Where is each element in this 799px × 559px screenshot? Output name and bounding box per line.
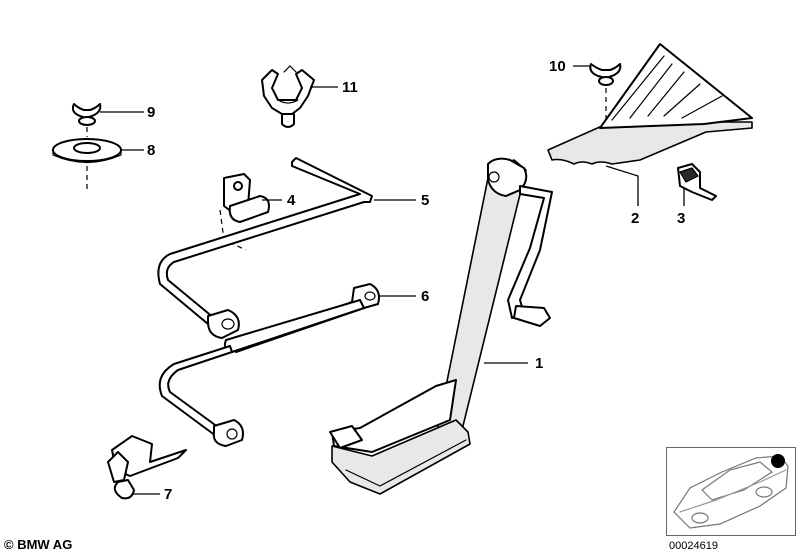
diagram-number: 00024619 bbox=[669, 540, 718, 552]
vehicle-locator-thumbnail bbox=[673, 454, 789, 529]
callout-7: 7 bbox=[132, 486, 172, 503]
callout-label-1: 1 bbox=[535, 355, 543, 372]
callout-5: 5 bbox=[374, 192, 429, 209]
callout-10: 10 bbox=[549, 58, 590, 75]
callout-8: 8 bbox=[121, 142, 155, 159]
callout-label-4: 4 bbox=[287, 192, 296, 209]
callout-label-11: 11 bbox=[342, 79, 358, 96]
callout-11: 11 bbox=[310, 79, 358, 96]
callout-label-8: 8 bbox=[147, 142, 155, 159]
clip-part-11[interactable] bbox=[261, 65, 315, 128]
wing-nut-part-10[interactable] bbox=[589, 63, 622, 86]
callout-3: 3 bbox=[677, 188, 685, 227]
callout-4: 4 bbox=[262, 192, 296, 209]
callout-6: 6 bbox=[380, 288, 429, 305]
callout-9: 9 bbox=[100, 104, 155, 121]
copyright-text: © BMW AG bbox=[4, 537, 73, 552]
jack-bracket-part-2[interactable] bbox=[547, 43, 753, 165]
vehicle-locator-frame bbox=[666, 447, 796, 536]
washer-part-8[interactable] bbox=[52, 138, 122, 164]
wing-nut-part-9[interactable] bbox=[71, 103, 102, 126]
callout-1: 1 bbox=[484, 355, 543, 372]
callout-label-2: 2 bbox=[631, 210, 639, 227]
callout-label-5: 5 bbox=[421, 192, 429, 209]
callout-label-6: 6 bbox=[421, 288, 429, 305]
holder-part-7[interactable] bbox=[107, 435, 187, 500]
bracket-part-4[interactable] bbox=[219, 173, 270, 251]
lug-wrench-part-5[interactable] bbox=[157, 157, 373, 339]
location-marker-dot bbox=[771, 454, 785, 468]
callout-label-3: 3 bbox=[677, 210, 685, 227]
car-jack-part-1[interactable] bbox=[329, 157, 553, 495]
callout-label-9: 9 bbox=[147, 104, 155, 121]
lug-wrench-part-6[interactable] bbox=[158, 283, 380, 447]
callout-2: 2 bbox=[605, 165, 639, 227]
callout-label-10: 10 bbox=[549, 58, 566, 75]
callout-label-7: 7 bbox=[164, 486, 172, 503]
